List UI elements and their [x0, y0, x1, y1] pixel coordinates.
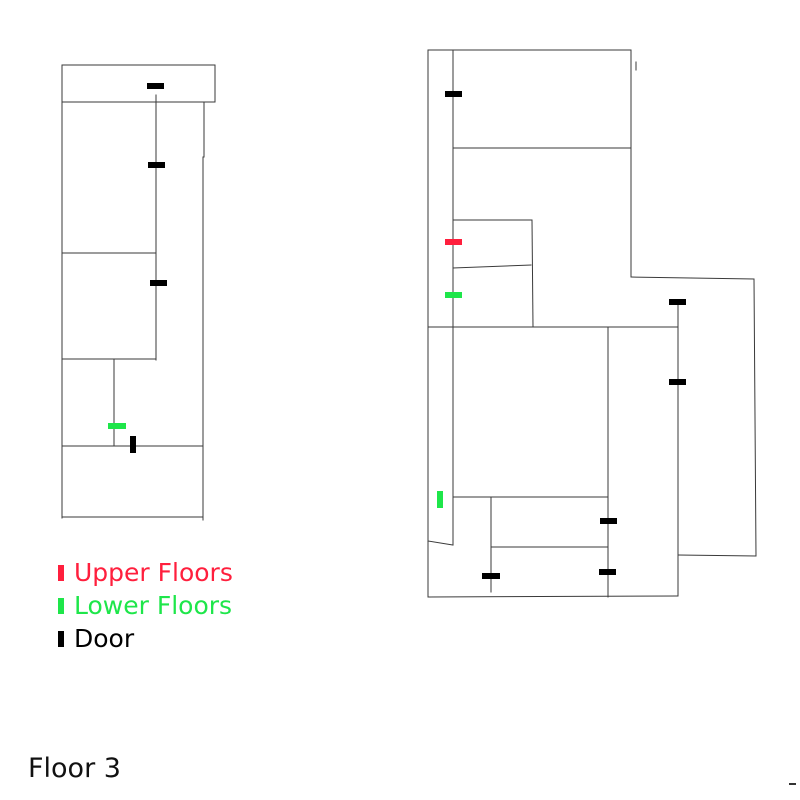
right-bottom-wall [427, 595, 679, 598]
legend-item-upper: Upper Floors [58, 556, 233, 589]
right-stair-divider [452, 264, 532, 269]
door-swatch [58, 630, 64, 647]
right-stair-east [531, 219, 534, 328]
legend-item-door: Door [58, 622, 233, 655]
door-marker [148, 162, 165, 168]
upper-floors-label: Upper Floors [74, 558, 233, 587]
lower-stair-marker [437, 491, 443, 508]
upper-floors-swatch [58, 564, 64, 581]
right-wing-bottom [677, 554, 757, 557]
door-marker [600, 518, 617, 524]
door-marker [150, 280, 167, 286]
floor-label: Floor 3 [28, 753, 121, 784]
door-marker [599, 569, 616, 575]
left-building [61, 64, 216, 521]
door-marker [130, 436, 136, 453]
legend: Upper Floors Lower Floors Door [58, 556, 233, 655]
doors [130, 83, 686, 579]
door-marker [669, 379, 686, 385]
stairs-upper [445, 239, 462, 245]
right-wing-top [630, 276, 755, 280]
lower-floors-label: Lower Floors [74, 591, 233, 620]
door-marker [445, 91, 462, 97]
lower-stair-marker [108, 423, 126, 429]
upper-stair-marker [445, 239, 462, 245]
door-label: Door [74, 624, 135, 653]
door-marker [669, 299, 686, 305]
corner-mark [789, 783, 796, 785]
lower-floors-swatch [58, 597, 64, 614]
right-stair-lower-edge [427, 540, 454, 546]
right-building [427, 49, 757, 598]
left-top-room [61, 64, 216, 103]
lower-stair-marker [445, 292, 462, 298]
legend-item-lower: Lower Floors [58, 589, 233, 622]
right-wing-east [753, 278, 757, 557]
door-marker [482, 573, 500, 579]
door-marker [147, 83, 164, 89]
stairs-lower [108, 292, 462, 508]
